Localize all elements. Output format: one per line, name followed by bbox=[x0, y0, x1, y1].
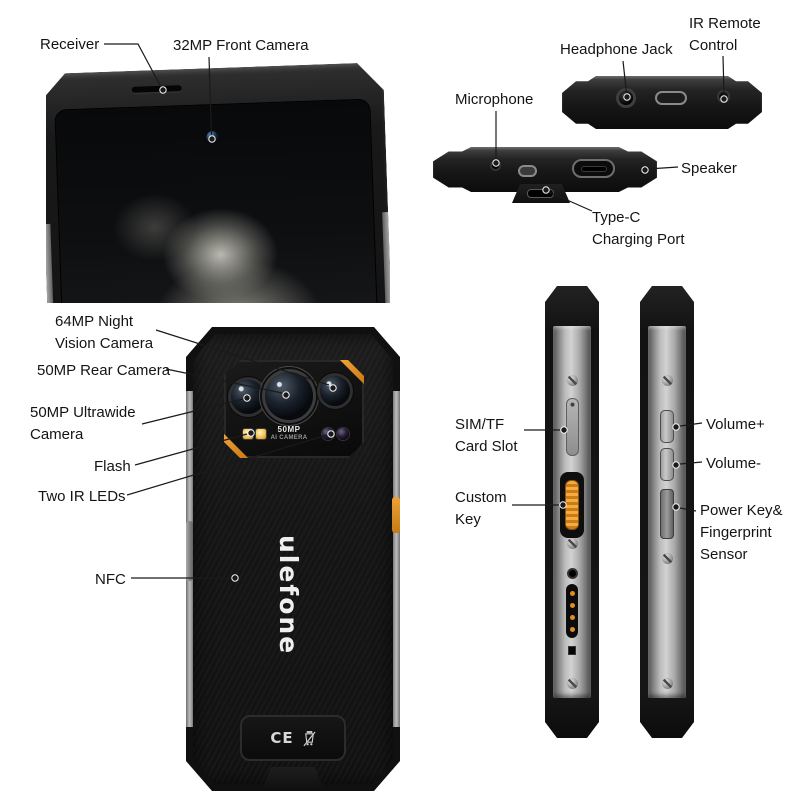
label-ir-leds: Two IR LEDs bbox=[38, 488, 126, 505]
top-accessory-port bbox=[655, 91, 687, 105]
label-ultrawide-camera: 50MP Ultrawide Camera bbox=[30, 404, 136, 443]
microphone-hole bbox=[492, 162, 499, 169]
pogo-pins bbox=[566, 584, 578, 638]
custom-key-button bbox=[565, 480, 579, 530]
top-edge-view bbox=[562, 76, 762, 129]
side-view-right bbox=[640, 286, 694, 738]
screw bbox=[662, 553, 673, 564]
label-power-key: Power Key& Fingerprint Sensor bbox=[700, 502, 783, 563]
label-nfc: NFC bbox=[95, 571, 126, 588]
label-volume-up: Volume+ bbox=[706, 416, 765, 433]
front-left-rail bbox=[46, 224, 59, 303]
label-sim-slot: SIM/TF Card Slot bbox=[455, 416, 518, 455]
custom-key-edge bbox=[392, 497, 400, 533]
screw bbox=[567, 678, 578, 689]
label-front-camera: 32MP Front Camera bbox=[173, 37, 309, 54]
square-port bbox=[568, 646, 576, 655]
speaker-slot bbox=[580, 165, 607, 172]
screw bbox=[567, 375, 578, 386]
label-headphone-jack: Headphone Jack bbox=[560, 41, 673, 58]
label-microphone: Microphone bbox=[455, 91, 534, 108]
lanyard-hole bbox=[518, 165, 537, 177]
phone-front-body bbox=[46, 62, 390, 303]
receiver-slot bbox=[132, 85, 182, 93]
screw bbox=[662, 375, 673, 386]
sim-tray bbox=[566, 398, 579, 456]
volume-down-button bbox=[660, 448, 674, 481]
screw bbox=[662, 678, 673, 689]
front-camera-lens bbox=[206, 131, 218, 143]
label-receiver: Receiver bbox=[40, 36, 100, 53]
ir-remote-emitter bbox=[719, 92, 728, 101]
ir-led bbox=[337, 428, 349, 440]
label-type-c: Type-C Charging Port bbox=[592, 209, 685, 248]
label-speaker: Speaker bbox=[681, 160, 737, 177]
brand-logo: ulefone bbox=[274, 535, 303, 656]
back-right-rail bbox=[392, 391, 400, 727]
top-edge-body bbox=[562, 76, 762, 129]
flash-led bbox=[243, 429, 253, 439]
label-rear-camera: 50MP Rear Camera bbox=[37, 362, 171, 379]
regulatory-plate: CE bbox=[240, 715, 346, 761]
weee-icon bbox=[303, 730, 316, 747]
phone-screen bbox=[54, 99, 381, 303]
label-custom-key: Custom Key bbox=[455, 489, 507, 528]
front-right-rail bbox=[382, 212, 390, 303]
label-ir-remote: IR Remote Control bbox=[689, 15, 761, 54]
main-camera-lens bbox=[265, 372, 313, 420]
pin-hole bbox=[569, 570, 576, 577]
side-button-edge bbox=[186, 521, 193, 581]
flash-led bbox=[256, 429, 266, 439]
side-view-left bbox=[545, 286, 599, 738]
power-key-button bbox=[660, 489, 674, 539]
bottom-edge-view bbox=[433, 147, 657, 207]
speaker-grille bbox=[572, 159, 615, 178]
headphone-jack-port bbox=[619, 91, 633, 105]
label-night-vision-camera: 64MP Night Vision Camera bbox=[55, 313, 154, 352]
ce-mark: CE bbox=[270, 729, 294, 747]
phone-back-view: 50MP AI CAMERA ulefone CE bbox=[186, 327, 400, 791]
bottom-chin-bump bbox=[261, 767, 325, 791]
ultrawide-camera-lens bbox=[231, 380, 265, 414]
screw bbox=[567, 538, 578, 549]
night-vision-camera-lens bbox=[320, 376, 350, 406]
camera-megapixel-text: 50MP bbox=[277, 425, 301, 434]
camera-module: 50MP AI CAMERA bbox=[224, 360, 364, 458]
usb-housing bbox=[512, 184, 570, 203]
type-c-port bbox=[527, 189, 554, 198]
ir-led bbox=[322, 428, 334, 440]
volume-up-button bbox=[660, 410, 674, 443]
label-flash: Flash bbox=[94, 458, 131, 475]
phone-front-view bbox=[46, 58, 390, 303]
label-volume-down: Volume- bbox=[706, 455, 762, 472]
phone-back-body: 50MP AI CAMERA ulefone CE bbox=[186, 327, 400, 791]
camera-subtext: AI CAMERA bbox=[270, 435, 308, 441]
camera-module-text: 50MP AI CAMERA bbox=[265, 425, 313, 443]
